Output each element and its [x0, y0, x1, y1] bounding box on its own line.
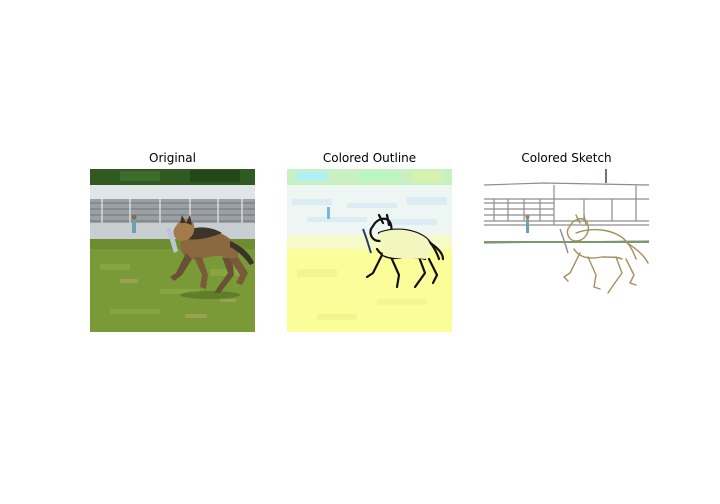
colored-sketch-dog-image: [484, 169, 649, 332]
panel-title-colored-sketch: Colored Sketch: [521, 151, 612, 165]
original-dog-image: [90, 169, 255, 332]
colored-outline-dog-image: [287, 169, 452, 332]
panel-title-colored-outline: Colored Outline: [322, 151, 417, 165]
panel-title-original: Original: [149, 151, 196, 165]
